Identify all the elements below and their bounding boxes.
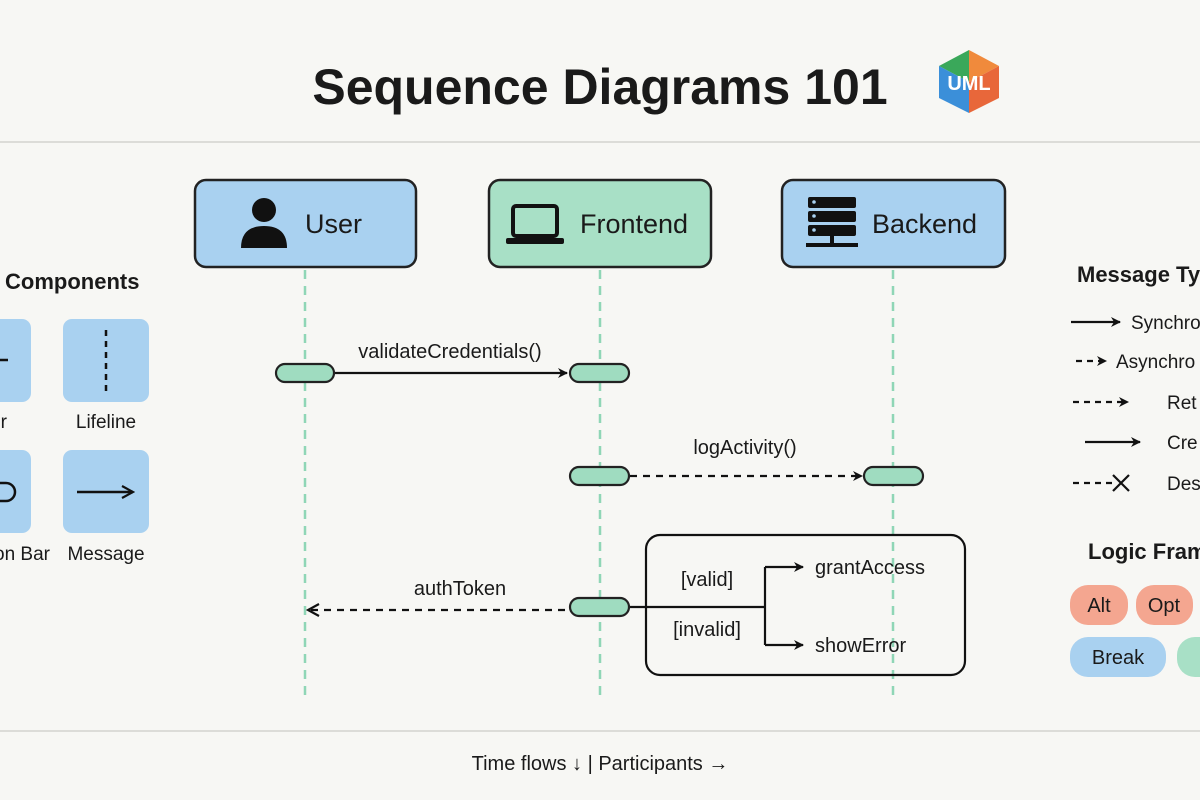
logic-frames-panel: Logic Fram Alt Opt Break: [1070, 539, 1200, 677]
component-label: or: [0, 412, 8, 433]
message-label: logActivity(): [693, 437, 796, 459]
activation-bar: [274, 362, 336, 384]
components-panel: Components or Lifeline on Bar Message: [0, 269, 149, 565]
action-label: grantAccess: [815, 557, 925, 579]
actor-tile: [0, 319, 31, 402]
lifeline-tile: [63, 319, 149, 402]
action-label: showError: [815, 635, 906, 657]
participant-label: Backend: [872, 209, 977, 239]
message-type-label: Asynchro: [1116, 352, 1195, 373]
server-icon: [806, 197, 858, 247]
alt-frame: [valid] [invalid] grantAccess showError: [629, 533, 967, 677]
message-type-label: Cre: [1167, 433, 1198, 454]
message-type-label: Des: [1167, 474, 1200, 495]
footer-caption: Time flows ↓ | Participants →: [472, 753, 729, 775]
message-label: validateCredentials(): [358, 341, 541, 363]
participant-label: User: [305, 209, 362, 239]
participant-user[interactable]: User: [193, 178, 418, 269]
pill-label: Break: [1092, 647, 1145, 669]
message-types-panel: Message Ty Synchro Asynchro Ret Cre Des: [1071, 262, 1200, 495]
laptop-icon: [506, 204, 564, 244]
pill-label: Opt: [1148, 595, 1181, 617]
activation-bar: [568, 362, 631, 384]
component-label: Message: [67, 544, 144, 565]
participant-label: Frontend: [580, 209, 688, 239]
message-types-heading: Message Ty: [1077, 262, 1200, 287]
opt-pill: [1136, 585, 1193, 625]
components-heading: Components: [5, 269, 139, 294]
message-label: authToken: [414, 578, 506, 600]
logo-text: UML: [947, 73, 990, 95]
activation-bar: [568, 596, 631, 618]
activation-bar: [568, 465, 631, 487]
participant-frontend[interactable]: Frontend: [487, 178, 713, 269]
page-title: Sequence Diagrams 101: [312, 59, 887, 115]
activation-bar: [862, 465, 925, 487]
component-label: on Bar: [0, 544, 51, 565]
alt-pill: [1070, 585, 1128, 625]
person-icon: [241, 198, 287, 248]
message-type-label: Synchro: [1131, 313, 1200, 334]
pill-label: Alt: [1087, 595, 1111, 617]
message-type-label: Ret: [1167, 393, 1197, 414]
participant-backend[interactable]: Backend: [780, 178, 1007, 269]
frame-pill: [1177, 637, 1200, 677]
uml-logo: UML: [939, 50, 999, 113]
logic-frames-heading: Logic Fram: [1088, 539, 1200, 564]
break-pill: [1070, 637, 1166, 677]
guard-invalid: [invalid]: [673, 619, 741, 641]
destroy-arrow-icon: [1073, 474, 1130, 492]
guard-valid: [valid]: [681, 569, 733, 591]
component-label: Lifeline: [76, 412, 136, 433]
